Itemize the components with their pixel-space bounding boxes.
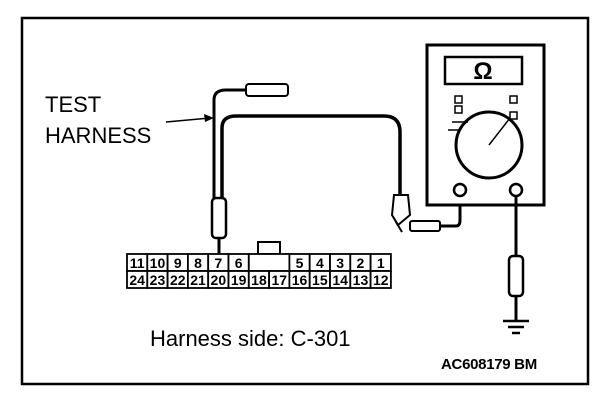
pin-number: 21 xyxy=(190,272,206,288)
pin-number: 1 xyxy=(377,255,385,271)
figure-id: AC608179 BM xyxy=(441,356,537,373)
alligator-clip xyxy=(390,190,462,233)
pin-number: 5 xyxy=(296,255,304,271)
ground-icon xyxy=(503,319,529,335)
pin-number: 8 xyxy=(194,255,202,271)
diagram-border xyxy=(20,16,590,386)
pin-number: 12 xyxy=(373,272,389,288)
harness-label: HARNESS xyxy=(45,123,152,148)
pin-number: 20 xyxy=(211,272,227,288)
pin-number: 11 xyxy=(130,255,145,271)
meter-display xyxy=(443,55,524,86)
pin-number: 19 xyxy=(231,272,247,288)
test-label: TEST xyxy=(45,92,102,117)
caption: Harness side: C-301 xyxy=(150,326,351,351)
pin-number: 10 xyxy=(150,255,166,271)
pin-number: 15 xyxy=(312,272,328,288)
pin-number: 24 xyxy=(129,272,145,288)
pin-number: 23 xyxy=(150,272,166,288)
pin-number: 9 xyxy=(174,255,182,271)
pin-cell xyxy=(369,270,392,289)
label-leader xyxy=(165,114,214,123)
meter-terminal-ohm xyxy=(508,182,524,198)
test-harness-wire xyxy=(212,83,402,202)
ohm-symbol: Ω xyxy=(473,58,492,85)
pin-number: 4 xyxy=(316,255,324,271)
pin-number: 16 xyxy=(292,272,308,288)
ground-lead xyxy=(507,196,525,320)
pin-number: 17 xyxy=(271,272,287,288)
pin-number: 18 xyxy=(251,272,267,288)
pin-number: 2 xyxy=(357,255,365,271)
pin-number: 7 xyxy=(214,255,222,271)
pin-number: 3 xyxy=(336,255,344,271)
connector-key-slot xyxy=(247,253,291,272)
pin-number: 22 xyxy=(170,272,186,288)
pin-number: 6 xyxy=(235,255,243,271)
meter-terminal-com xyxy=(452,182,468,198)
connector-probe xyxy=(210,196,228,258)
pin-number: 14 xyxy=(332,272,348,288)
ohmmeter: Ω xyxy=(425,43,546,207)
pin-number: 13 xyxy=(353,272,369,288)
